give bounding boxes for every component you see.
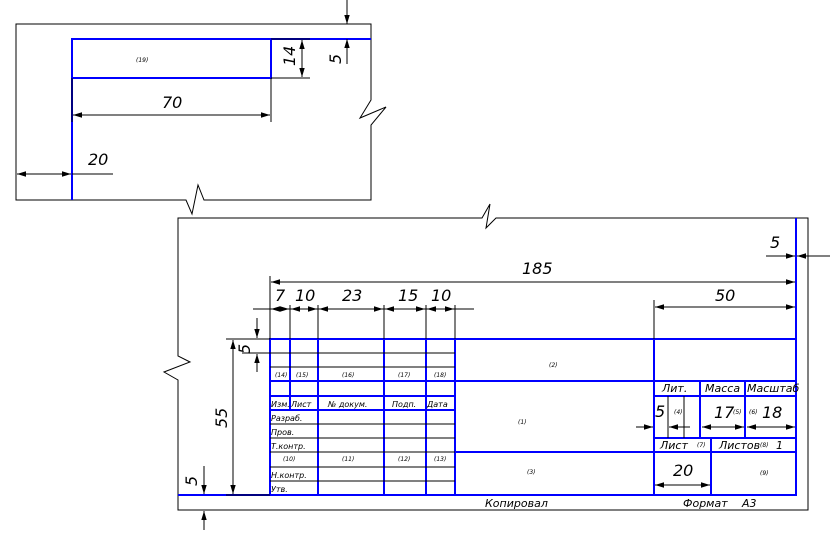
row-ref-12: (12) xyxy=(398,456,410,463)
row-ref-10: (10) xyxy=(283,456,295,463)
field-ref-lit: (4) xyxy=(674,409,683,416)
main-sheet-outline xyxy=(162,203,809,511)
dim-5-lit-text: 5 xyxy=(655,402,665,421)
col-date-label: Дата xyxy=(426,400,448,409)
field-ref-title: (2) xyxy=(549,362,558,369)
dim-5-row-text: 5 xyxy=(235,344,254,354)
field-ref-mass: (5) xyxy=(733,409,742,416)
title-block-outline xyxy=(269,338,797,496)
field-ref-scale: (6) xyxy=(749,409,758,416)
dim-col-10a: 10 xyxy=(295,286,315,305)
footer-format: Формат xyxy=(683,497,728,510)
dim-5-top-text: 5 xyxy=(326,54,345,64)
footer-copied: Копировал xyxy=(485,497,548,510)
dim-col-23: 23 xyxy=(342,286,362,305)
dim-col-15: 15 xyxy=(398,286,418,305)
field-19-ref: (19) xyxy=(136,57,148,64)
header-mass: Масса xyxy=(705,382,740,395)
dim-col-7: 7 xyxy=(275,286,286,305)
dim-20-sheets-text: 20 xyxy=(673,461,693,480)
col-sign-label: Подп. xyxy=(392,400,416,409)
role-razrab: Разраб. xyxy=(271,414,302,423)
col-ref-17: (17) xyxy=(398,372,410,379)
dim-20-text: 20 xyxy=(88,150,108,169)
dim-70-text: 70 xyxy=(162,93,182,112)
top-fragment-outline xyxy=(15,23,387,216)
header-sheets-count: 1 xyxy=(776,439,783,452)
col-ref-14: (14) xyxy=(275,372,287,379)
dim-50-text: 50 xyxy=(715,286,735,305)
main-sheet: Изм. Лист № докум. Подп. Дата (14) (15) … xyxy=(162,203,809,511)
col-list-label: Лист xyxy=(290,400,312,409)
top-fragment: (19) 70 14 5 20 xyxy=(15,0,387,216)
header-sheets: Листов xyxy=(718,439,760,452)
right-block xyxy=(654,381,796,495)
col-ref-18: (18) xyxy=(434,372,446,379)
dim-5-right-text: 5 xyxy=(770,233,780,252)
dim-5-bottom-text: 5 xyxy=(182,476,201,486)
dim-14-text: 14 xyxy=(280,46,299,66)
left-grid-rows xyxy=(270,352,455,482)
dim-17-text: 17 xyxy=(714,403,735,422)
header-lit: Лит. xyxy=(661,382,687,395)
dim-18-text: 18 xyxy=(762,403,782,422)
field-ref-sheet: (7) xyxy=(697,442,706,449)
row-ref-11: (11) xyxy=(342,456,354,463)
footer-format-value: А3 xyxy=(741,497,757,510)
col-ref-15: (15) xyxy=(296,372,308,379)
role-prov: Пров. xyxy=(271,428,294,437)
col-izm-label: Изм. xyxy=(271,400,290,409)
field-ref-name: (1) xyxy=(518,419,527,426)
field-ref-sheets: (8) xyxy=(760,442,769,449)
main-dimensions: 185 5 7 10 23 15 10 50 5 55 5 xyxy=(182,233,830,530)
col-docno-label: № докум. xyxy=(327,400,367,409)
field-ref-9: (9) xyxy=(760,470,769,477)
dim-185-text: 185 xyxy=(522,259,553,278)
field-19-box xyxy=(71,38,272,79)
role-nkontr: Н.контр. xyxy=(271,471,307,480)
role-utv: Утв. xyxy=(271,485,288,494)
col-ref-16: (16) xyxy=(342,372,354,379)
header-scale: Масштаб xyxy=(747,382,799,395)
dim-55-text: 55 xyxy=(212,408,231,428)
dim-col-10b: 10 xyxy=(431,286,451,305)
field-ref-org: (3) xyxy=(527,469,536,476)
row-ref-13: (13) xyxy=(434,456,446,463)
header-sheet: Лист xyxy=(659,439,688,452)
role-tkontr: Т.контр. xyxy=(271,442,306,451)
